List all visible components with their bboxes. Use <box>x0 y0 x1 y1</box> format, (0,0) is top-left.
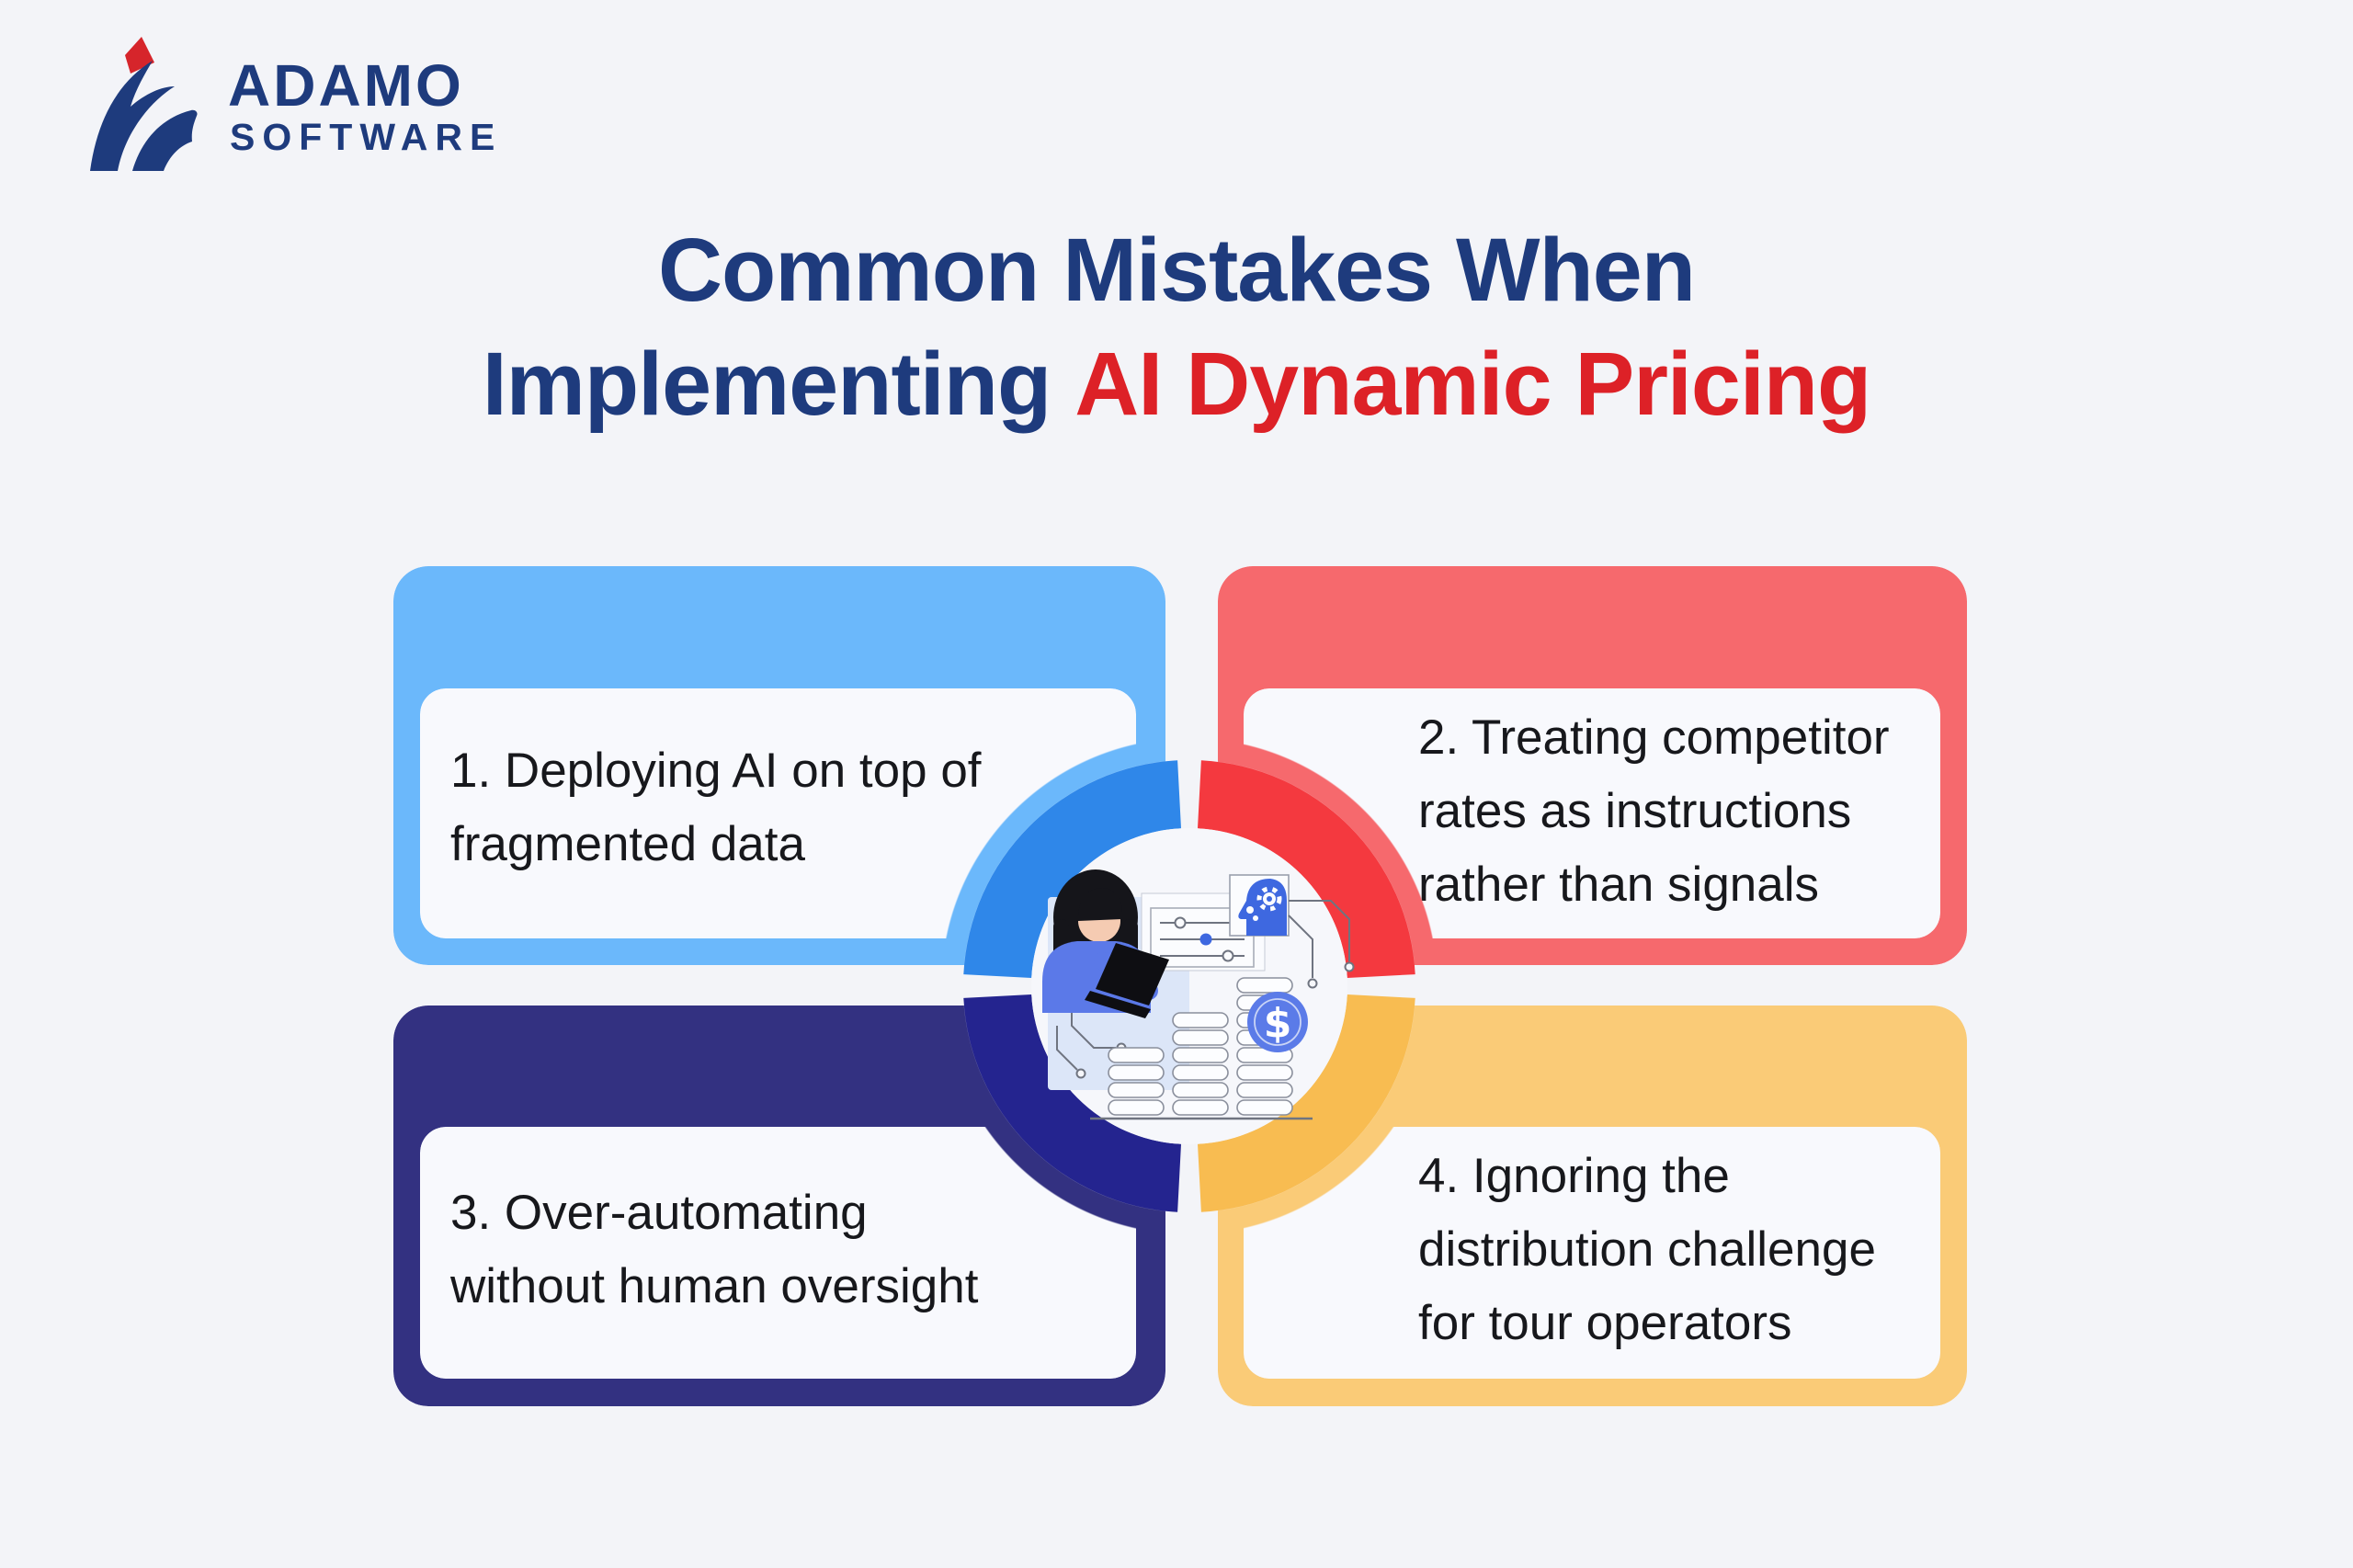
title-line2-red: AI Dynamic Pricing <box>1074 334 1871 434</box>
title-line2-navy: Implementing <box>482 334 1052 434</box>
logo-sub-text: SOFTWARE <box>230 116 503 158</box>
card-4-line: for tour operators <box>1418 1296 1792 1350</box>
card-2-line: 2. Treating competitor <box>1418 710 1890 765</box>
card-2-line: rather than signals <box>1418 858 1820 912</box>
card-1-line: 1. Deploying AI on top of <box>450 744 982 798</box>
card-2-text-panel: 2. Treating competitor rates as instruct… <box>1244 688 1940 938</box>
card-3-text-panel: 3. Over-automating without human oversig… <box>420 1127 1136 1379</box>
card-3-line: without human oversight <box>450 1259 979 1313</box>
card-2-line: rates as instructions <box>1418 784 1852 838</box>
adamo-logo-icon <box>90 37 198 171</box>
title-line-1: Common Mistakes When <box>658 220 1696 320</box>
logo-brand-text: ADAMO <box>228 52 464 119</box>
logo-red-triangle <box>125 37 154 74</box>
card-4-text-panel: 4. Ignoring the distribution challenge f… <box>1244 1127 1940 1379</box>
card-3-line: 3. Over-automating <box>450 1186 868 1240</box>
card-4-line: distribution challenge <box>1418 1222 1876 1277</box>
card-1-text-panel: 1. Deploying AI on top of fragmented dat… <box>420 688 1136 938</box>
logo: ADAMO SOFTWARE <box>85 33 599 180</box>
card-1-line: fragmented data <box>450 817 805 871</box>
card-4-line: 4. Ignoring the <box>1418 1149 1730 1203</box>
